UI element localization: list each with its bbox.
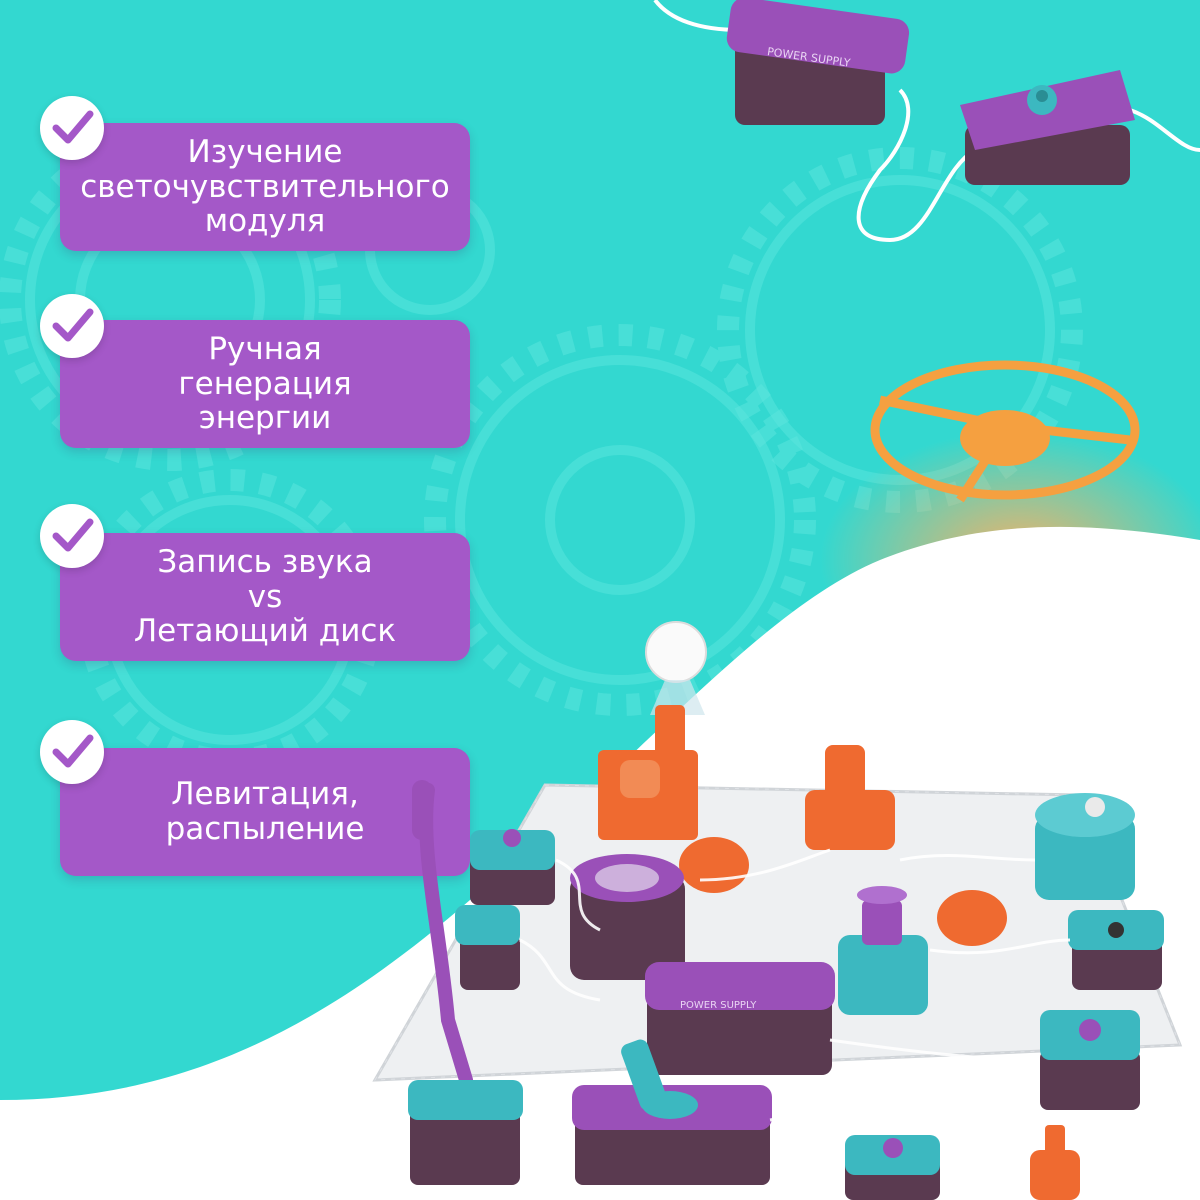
- levitation-module: [598, 621, 707, 840]
- spray-module: [1035, 793, 1135, 900]
- power-supply-label: POWER SUPPLY: [680, 1000, 757, 1011]
- feature-card-hand-generator: Ручная генерация энергии: [60, 320, 470, 448]
- feature-text-light-sensor: Изучение светочувствительного модуля: [80, 133, 450, 240]
- teal-module: [1040, 1010, 1140, 1110]
- check-icon: [40, 720, 104, 784]
- power-supply-module: POWER SUPPLY: [645, 962, 835, 1075]
- feature-card-levitation: Левитация, распыление: [60, 748, 470, 876]
- cables: [519, 848, 1071, 1122]
- check-icon: [40, 294, 104, 358]
- orange-button-module: [679, 837, 749, 893]
- switch-module-top: [960, 70, 1135, 185]
- feature-text-hand-generator: Ручная генерация энергии: [178, 330, 352, 437]
- usb-lamp: [412, 780, 473, 1087]
- orange-bottle: [1030, 1125, 1080, 1200]
- microphone-module: [805, 745, 895, 850]
- feature-text-levitation: Левитация, распыление: [165, 776, 365, 847]
- teal-module: [408, 1080, 523, 1185]
- feature-text-sound-recording: Запись звука vs Летающий диск: [133, 543, 397, 650]
- orange-button-module: [937, 890, 1007, 946]
- teal-module: [1068, 910, 1164, 990]
- check-icon: [40, 96, 104, 160]
- teal-cup-module: [838, 886, 928, 1015]
- hand-generator-module: [572, 1039, 772, 1185]
- feature-card-light-sensor: Изучение светочувствительного модуля: [60, 123, 470, 251]
- check-icon: [40, 504, 104, 568]
- teal-module: [455, 905, 520, 990]
- flying-disc: [870, 360, 1140, 503]
- power-supply-module-top: POWER SUPPLY: [726, 0, 910, 125]
- teal-module: [470, 829, 555, 905]
- feature-card-sound-recording: Запись звука vs Летающий диск: [60, 533, 470, 661]
- teal-module: [845, 1135, 940, 1200]
- base-board: [372, 783, 1183, 1082]
- motor-module: [570, 854, 685, 980]
